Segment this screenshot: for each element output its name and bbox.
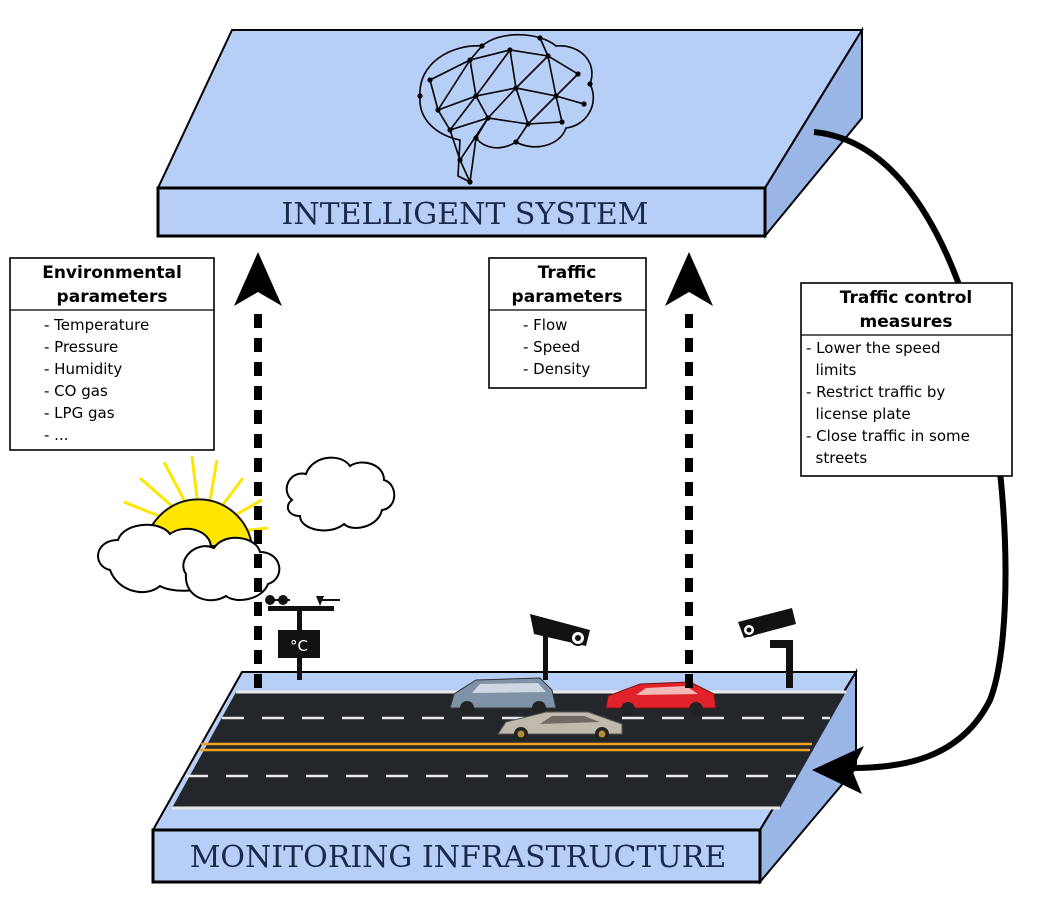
cctv-camera-left-icon: [530, 614, 590, 680]
control-title-line1: Traffic control: [840, 288, 972, 308]
control-item: - Lower the speed: [806, 339, 941, 357]
cctv-camera-right-icon: [738, 608, 796, 688]
traffic-item: - Speed: [523, 338, 580, 356]
environmental-item: - Temperature: [44, 316, 149, 334]
car-silver-icon: [497, 711, 623, 741]
control-feedback-arrow: [812, 129, 1009, 794]
environmental-item: - LPG gas: [44, 404, 115, 422]
intelligent-system-layer: INTELLIGENT SYSTEM: [156, 26, 864, 239]
control-item: license plate: [806, 405, 911, 423]
environmental-item: - ...: [44, 426, 69, 444]
weather-station-icon: °C: [265, 595, 340, 680]
environmental-item: - Humidity: [44, 360, 122, 378]
traffic-data-arrow: [665, 252, 713, 688]
control-item: streets: [806, 449, 867, 467]
control-item: limits: [806, 361, 857, 379]
environmental-item: - Pressure: [44, 338, 118, 356]
traffic-parameters-box: Traffic parameters - Flow - Speed - Dens…: [488, 257, 647, 389]
traffic-title-line1: Traffic: [538, 263, 597, 283]
control-item: - Close traffic in some: [806, 427, 970, 445]
environmental-parameters-box: Environmental parameters - Temperature -…: [9, 257, 215, 451]
intelligent-system-title: INTELLIGENT SYSTEM: [282, 197, 649, 232]
brain-network-icon: [417, 33, 595, 185]
environmental-item: - CO gas: [44, 382, 108, 400]
bottom-layer-front: [151, 828, 762, 884]
top-layer-front: [156, 186, 767, 238]
traffic-item: - Flow: [523, 316, 567, 334]
environmental-title-line1: Environmental: [42, 263, 182, 283]
monitoring-infrastructure-title: MONITORING INFRASTRUCTURE: [190, 840, 727, 875]
control-title-line2: measures: [860, 312, 953, 332]
car-blue-icon: [449, 677, 557, 715]
traffic-control-measures-box: Traffic control measures - Lower the spe…: [800, 282, 1013, 477]
environmental-title-line2: parameters: [57, 287, 168, 307]
environmental-data-arrow: [234, 252, 282, 688]
traffic-title-line2: parameters: [512, 287, 623, 307]
traffic-item: - Density: [523, 360, 590, 378]
monitoring-infrastructure-layer: MONITORING INFRASTRUCTURE: [151, 595, 858, 885]
thermometer-label: °C: [290, 637, 308, 655]
control-item: - Restrict traffic by: [806, 383, 945, 401]
